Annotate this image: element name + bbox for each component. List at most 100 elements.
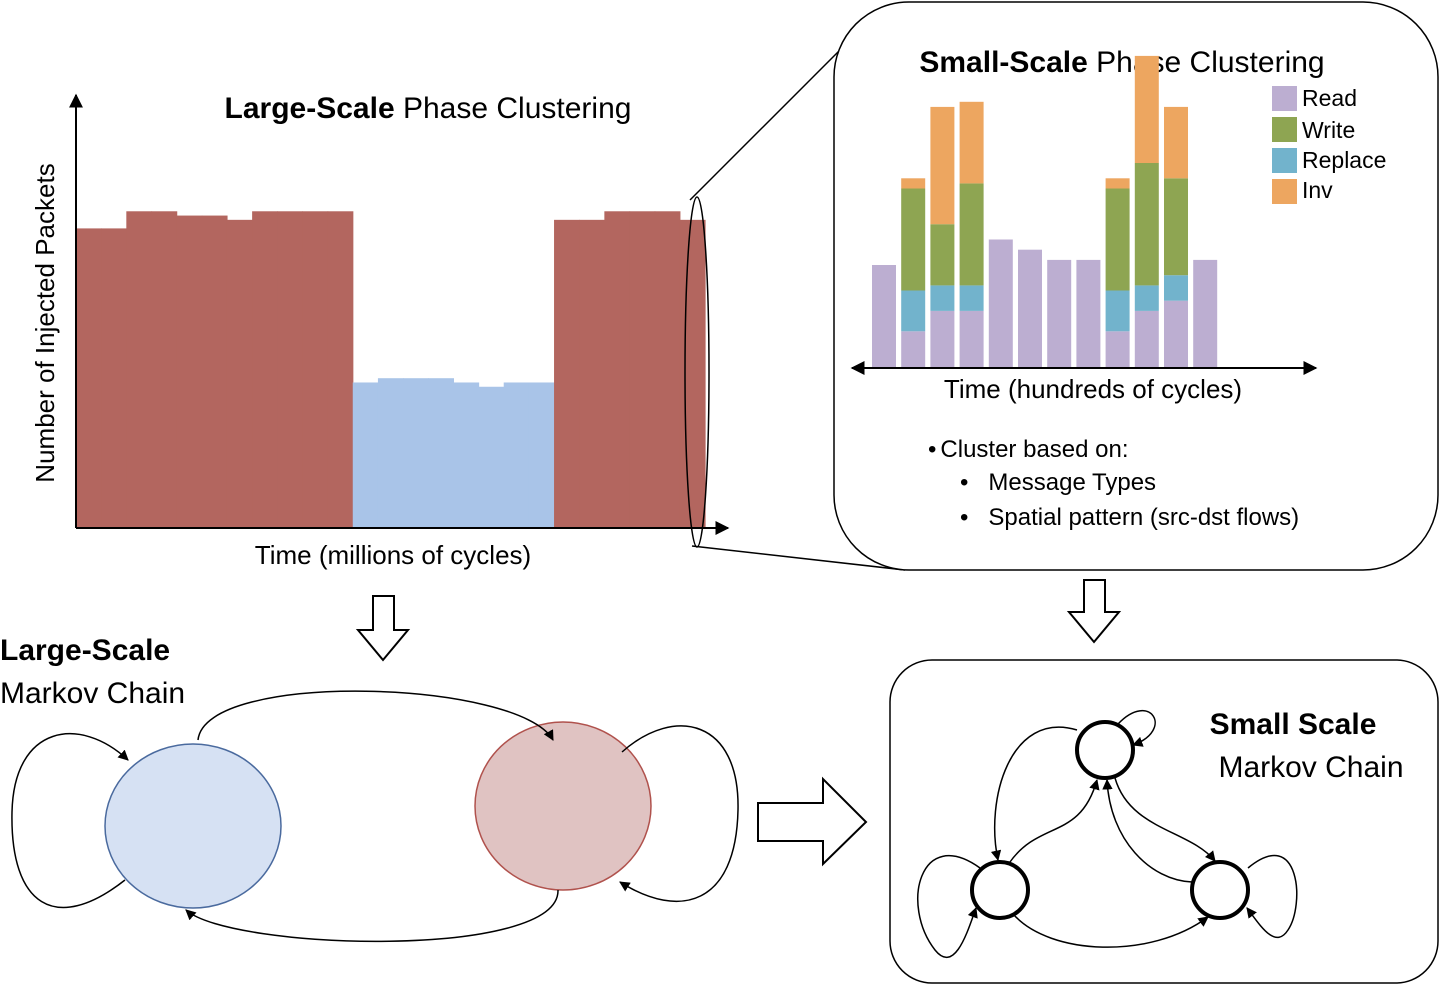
legend-swatch-replace — [1272, 148, 1297, 173]
markov-state-low-traffic — [104, 743, 282, 909]
large-bar-low-1-7 — [528, 382, 555, 528]
small-bar-replace-2 — [930, 285, 955, 311]
large-bar-high-0-8 — [277, 211, 304, 528]
small-bar-write-1 — [901, 188, 926, 291]
small-bar-replace-3 — [959, 285, 984, 311]
small-markov-title-rest: Markov Chain — [1218, 751, 1403, 784]
large-bar-high-2-5 — [679, 219, 706, 528]
down-arrow-left — [355, 595, 411, 662]
legend-label-write: Write — [1302, 117, 1355, 143]
legend-item-read: Read — [1272, 85, 1357, 111]
bullet-main: •Cluster based on: — [928, 436, 1129, 463]
self-loop-high — [619, 725, 739, 903]
small-bar-read-6 — [1047, 259, 1072, 367]
self-loop-low — [11, 733, 129, 909]
large-bar-low-1-0 — [352, 382, 379, 528]
self-loop-left — [917, 854, 981, 958]
large-bar-high-2-2 — [604, 211, 631, 528]
bullet-spatial-pattern: •Spatial pattern (src-dst flows) — [960, 504, 1299, 531]
large-bar-high-0-3 — [151, 211, 178, 528]
legend-label-replace: Replace — [1302, 147, 1386, 173]
small-bar-inv-2 — [930, 106, 955, 225]
edge-left-to-top — [1009, 778, 1100, 863]
small-bar-replace-1 — [901, 290, 926, 332]
large-scale-bars — [76, 211, 706, 528]
large-bar-high-0-4 — [176, 215, 203, 528]
legend-swatch-read — [1272, 86, 1297, 111]
legend-swatch-write — [1272, 117, 1297, 142]
large-bar-high-2-1 — [579, 219, 605, 528]
self-loop-right — [1246, 854, 1298, 938]
legend-label-inv: Inv — [1302, 177, 1333, 203]
small-state-right — [1190, 860, 1250, 920]
large-scale-markov-chain: Large-Scale Markov Chain — [0, 634, 739, 943]
small-bar-read-7 — [1076, 259, 1101, 367]
edge-top-to-right — [1114, 777, 1216, 862]
large-bar-high-0-5 — [201, 215, 228, 528]
self-loop-top — [1117, 710, 1156, 747]
legend-label-read: Read — [1302, 85, 1357, 111]
large-x-axis-label: Time (millions of cycles) — [255, 540, 531, 570]
markov-state-high-traffic — [474, 721, 652, 891]
small-bar-read-9 — [1134, 310, 1159, 367]
small-scale-bars — [872, 55, 1218, 367]
large-bar-low-1-1 — [377, 378, 404, 528]
legend: Read Write Replace Inv — [1272, 85, 1386, 204]
down-arrow-right — [1066, 579, 1122, 644]
small-bar-read-4 — [988, 239, 1013, 367]
large-bar-high-2-0 — [554, 219, 580, 528]
small-bar-read-5 — [1018, 249, 1042, 367]
small-bar-read-1 — [901, 331, 926, 367]
small-bar-read-2 — [930, 310, 955, 367]
large-y-axis-label: Number of Injected Packets — [30, 163, 60, 482]
small-bar-replace-9 — [1134, 285, 1159, 311]
small-scale-title: Small-Scale Phase Clustering — [919, 46, 1324, 79]
small-bar-write-8 — [1105, 188, 1130, 291]
edge-top-to-left — [990, 726, 1078, 862]
large-scale-panel: Large-Scale Phase Clustering Number of I… — [30, 27, 906, 571]
large-bar-high-0-7 — [252, 211, 278, 528]
small-bar-read-10 — [1164, 300, 1188, 367]
large-bar-high-0-9 — [302, 211, 329, 528]
large-bar-low-1-3 — [428, 378, 454, 528]
small-x-axis-label: Time (hundreds of cycles) — [944, 374, 1242, 404]
block-arrows — [355, 579, 1122, 867]
small-scale-markov-chain: Small Scale Markov Chain — [889, 659, 1439, 984]
large-bar-high-2-4 — [654, 211, 681, 528]
small-markov-title-bold: Small Scale — [1210, 708, 1377, 741]
legend-item-replace: Replace — [1272, 147, 1386, 173]
small-state-top — [1075, 720, 1135, 780]
large-bar-high-0-6 — [226, 219, 253, 528]
small-bar-inv-9 — [1134, 55, 1159, 163]
large-bar-low-1-4 — [453, 382, 480, 528]
zoom-line-top — [689, 27, 863, 201]
small-bar-write-10 — [1164, 178, 1188, 276]
large-scale-title: Large-Scale Phase Clustering — [225, 92, 632, 125]
legend-item-write: Write — [1272, 117, 1355, 143]
small-bar-write-2 — [930, 224, 955, 286]
small-bar-inv-1 — [901, 178, 926, 189]
large-bar-high-0-10 — [327, 211, 354, 528]
large-bar-low-1-5 — [478, 386, 505, 528]
large-bar-high-2-3 — [629, 211, 656, 528]
large-markov-title-bold: Large-Scale — [0, 634, 170, 667]
small-bar-read-11 — [1193, 259, 1218, 367]
edge-left-to-right — [1013, 914, 1209, 948]
small-bar-replace-8 — [1105, 290, 1130, 332]
large-bar-low-1-6 — [503, 382, 530, 528]
zoom-line-bottom — [691, 545, 906, 571]
large-bar-low-1-2 — [403, 378, 429, 528]
transition-low-to-high — [197, 690, 554, 741]
transition-high-to-low — [185, 889, 559, 943]
edge-right-to-top — [1102, 778, 1193, 883]
small-bar-read-0 — [872, 265, 896, 367]
large-markov-title-rest: Markov Chain — [0, 677, 185, 710]
right-arrow-middle — [757, 776, 868, 867]
small-bar-inv-8 — [1105, 178, 1130, 189]
legend-swatch-inv — [1272, 179, 1297, 204]
bullet-message-types: •Message Types — [960, 469, 1156, 496]
small-scale-panel: Small-Scale Phase Clustering Time (hundr… — [833, 1, 1439, 571]
small-bar-inv-3 — [959, 101, 984, 184]
legend-item-inv: Inv — [1272, 177, 1333, 204]
